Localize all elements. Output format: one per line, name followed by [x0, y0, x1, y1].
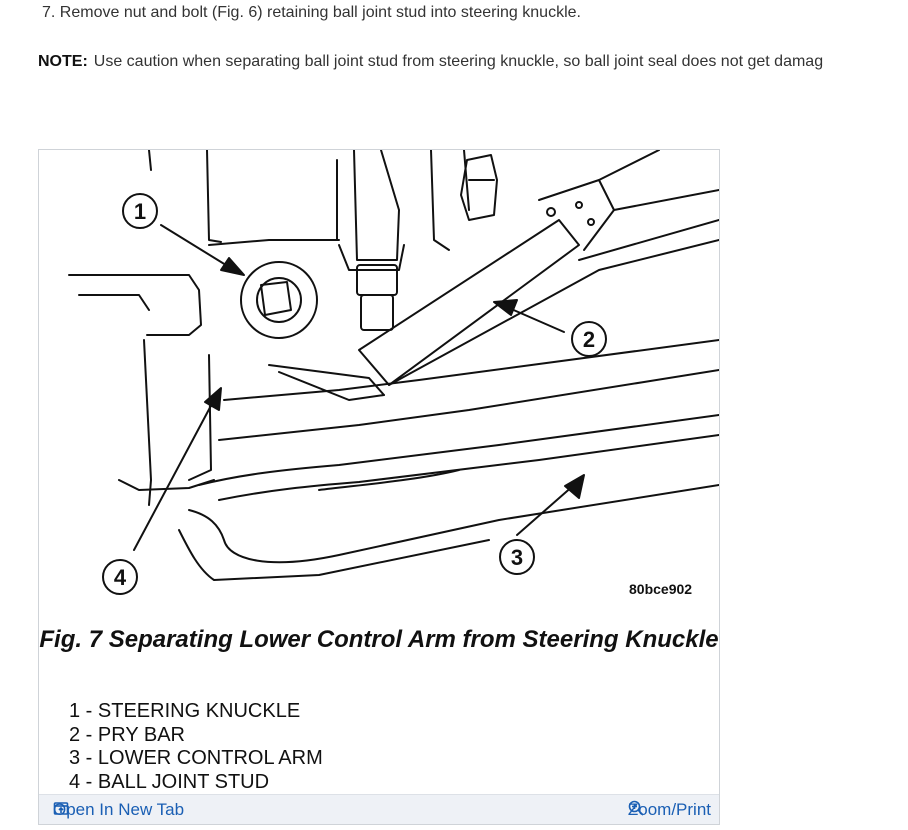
legend-item: 1 - STEERING KNUCKLE [69, 700, 301, 722]
note-paragraph: NOTE: Use caution when separating ball jo… [38, 53, 823, 71]
legend-item: 3 - LOWER CONTROL ARM [69, 747, 323, 769]
step-instruction: 7. Remove nut and bolt (Fig. 6) retainin… [42, 4, 581, 21]
note-text: Use caution when separating ball joint s… [93, 53, 824, 70]
zoom-print-label: Zoom/Print [627, 800, 711, 819]
figure-code: 80bce902 [629, 581, 693, 597]
note-label: NOTE: [38, 53, 88, 70]
figure-toolbar: Open In New Tab Zoom/Print [39, 794, 719, 824]
open-new-tab-icon [53, 802, 69, 815]
technical-illustration [68, 150, 719, 581]
legend-item: 4 - BALL JOINT STUD [69, 770, 270, 793]
legend-item: 2 - PRY BAR [69, 723, 185, 746]
figure-caption: Fig. 7 Separating Lower Control Arm from… [39, 626, 719, 653]
figure-container: 1 2 3 4 80bce902 Fig. 7 Separating Lower… [38, 149, 720, 825]
open-in-new-tab-label: Open In New Tab [53, 800, 185, 819]
zoom-print-link[interactable]: Zoom/Print [628, 800, 711, 820]
magnifier-plus-icon [628, 800, 644, 816]
open-in-new-tab-link[interactable]: Open In New Tab [53, 800, 184, 820]
figure-legend: 1 - STEERING KNUCKLE 2 - PRY BAR 3 - LOW… [69, 700, 323, 794]
